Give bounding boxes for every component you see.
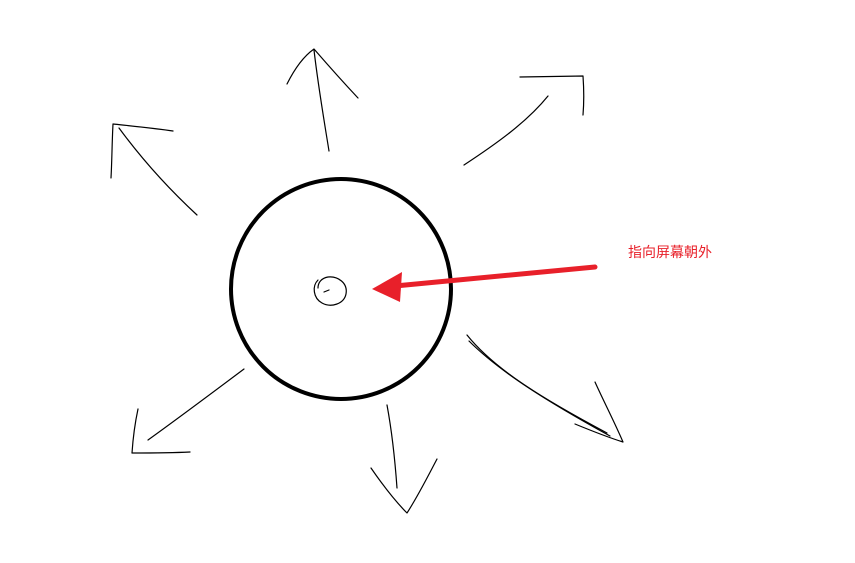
arrow-up-left-icon bbox=[110, 123, 198, 216]
arrow-up-icon bbox=[286, 48, 359, 152]
arrow-down-left-icon bbox=[131, 368, 245, 454]
arrow-up-right-icon bbox=[463, 75, 585, 166]
center-dot-icon bbox=[313, 276, 347, 306]
main-circle bbox=[229, 177, 453, 401]
red-pointer-arrow-icon bbox=[372, 264, 598, 302]
arrow-down-icon bbox=[370, 404, 438, 514]
arrow-down-right-icon bbox=[466, 334, 624, 443]
annotation-label: 指向屏幕朝外 bbox=[628, 245, 712, 261]
